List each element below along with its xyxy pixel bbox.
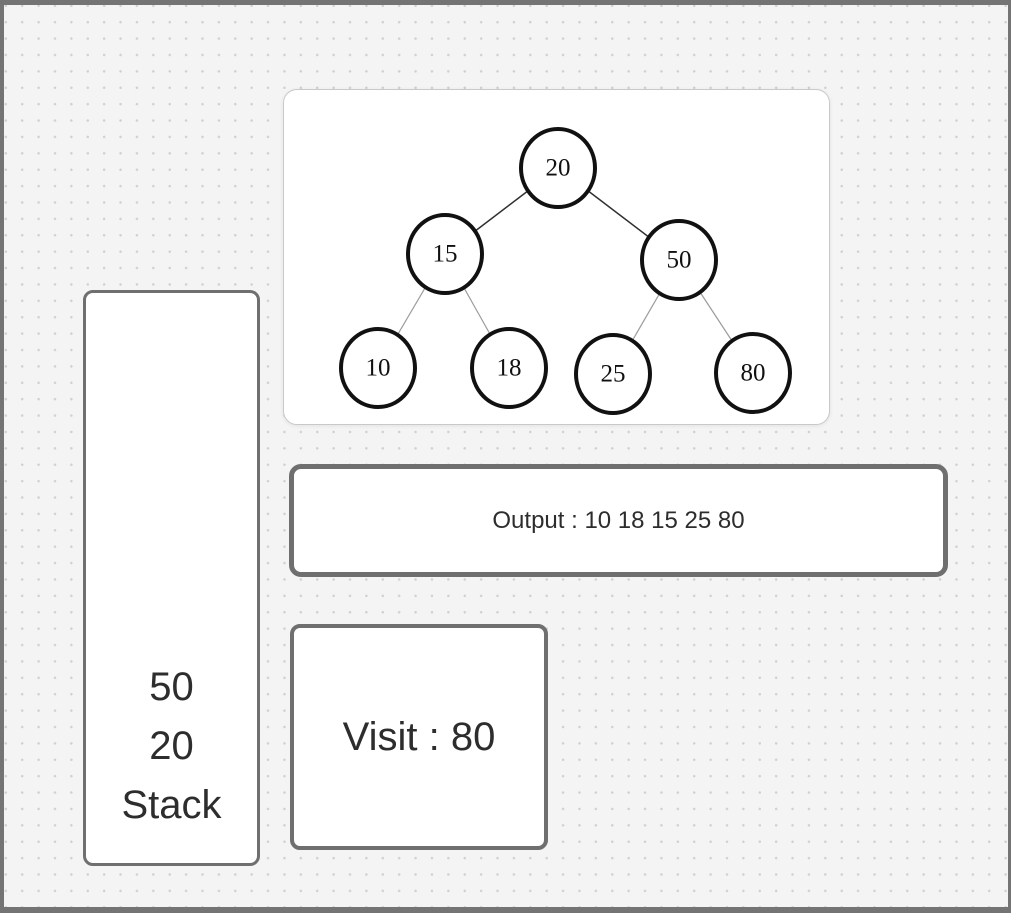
tree-node-label: 25 [601,361,626,388]
tree-node-18: 18 [470,327,548,409]
tree-node-label: 15 [433,241,458,268]
tree-node-80: 80 [714,332,792,414]
tree-node-circle [406,213,484,295]
tree-node-25: 25 [574,333,652,415]
stack-item: 20 [149,724,194,768]
output-box: Output : 10 18 15 25 80 [289,464,948,577]
tree-node-label: 18 [497,355,522,382]
tree-node-label: 50 [667,247,692,274]
stack-item: 50 [149,665,194,709]
tree-node-10: 10 [339,327,417,409]
output-text: Output : 10 18 15 25 80 [492,506,745,534]
tree-node-20: 20 [519,127,597,209]
tree-node-circle [339,327,417,409]
tree-node-label: 80 [741,360,766,387]
tree-node-circle [574,333,652,415]
tree-svg: 20 15 50 10 18 25 80 [339,127,792,415]
tree-node-circle [519,127,597,209]
tree-node-label: 10 [366,355,391,382]
visit-text: Visit : 80 [342,714,496,759]
binary-tree-panel: 20 15 50 10 18 25 80 [283,89,830,425]
tree-node-label: 20 [546,155,571,182]
stack-label: Stack [121,783,222,827]
tree-node-15: 15 [406,213,484,295]
tree-node-circle [714,332,792,414]
stack-box: 50 20 Stack [83,290,260,866]
tree-node-circle [470,327,548,409]
tree-node-circle [640,219,718,301]
tree-node-50: 50 [640,219,718,301]
visit-box: Visit : 80 [290,624,548,850]
